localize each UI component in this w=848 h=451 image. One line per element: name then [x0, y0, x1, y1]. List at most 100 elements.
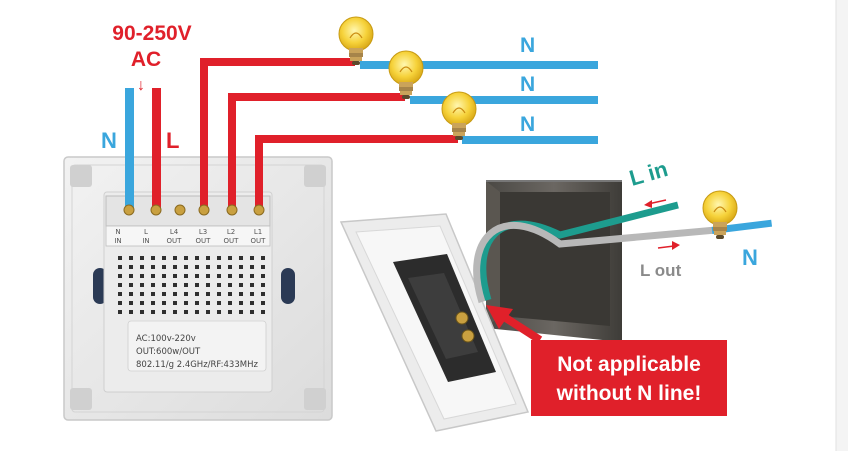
- vent-hole: [250, 310, 254, 314]
- vent-hole: [140, 301, 144, 305]
- vent-hole: [228, 265, 232, 269]
- output-wire-l1: [255, 135, 458, 208]
- vent-hole: [250, 301, 254, 305]
- terminal-l2-bottom: OUT: [224, 237, 240, 245]
- terminal-l-in-top: L: [144, 228, 148, 236]
- vent-hole: [184, 256, 188, 260]
- vent-hole: [217, 274, 221, 278]
- vent-hole: [195, 310, 199, 314]
- vent-hole: [206, 256, 210, 260]
- vent-hole: [250, 283, 254, 287]
- vent-hole: [184, 310, 188, 314]
- vent-hole: [162, 283, 166, 287]
- warning-line-1: Not applicable: [557, 353, 701, 376]
- vent-hole: [261, 256, 265, 260]
- vent-hole: [140, 265, 144, 269]
- switch-back-panel: [63, 156, 333, 421]
- vent-hole: [140, 292, 144, 296]
- neutral-input-wire: [125, 88, 134, 208]
- supply-arrow-icon: ↓: [137, 77, 145, 94]
- vent-hole: [217, 301, 221, 305]
- supply-voltage-label: 90-250V: [112, 22, 191, 45]
- vent-hole: [250, 256, 254, 260]
- live-wire-label: L: [166, 128, 179, 153]
- vent-hole: [261, 265, 265, 269]
- vent-hole: [173, 292, 177, 296]
- vent-hole: [217, 265, 221, 269]
- load-neutral-2: [410, 96, 598, 104]
- vent-hole: [239, 310, 243, 314]
- vent-hole: [217, 310, 221, 314]
- vent-hole: [118, 301, 122, 305]
- vent-hole: [129, 283, 133, 287]
- terminal-l3-bottom: OUT: [196, 237, 212, 245]
- frame-edge: [836, 0, 848, 451]
- vent-hole: [184, 292, 188, 296]
- terminal-screws: [123, 204, 265, 216]
- vent-hole: [162, 310, 166, 314]
- terminal-l1-bottom: OUT: [251, 237, 267, 245]
- load-neutral-1-label: N: [520, 34, 535, 57]
- vent-hole: [261, 310, 265, 314]
- vent-hole: [206, 292, 210, 296]
- vent-hole: [140, 256, 144, 260]
- vent-hole: [195, 265, 199, 269]
- vent-hole: [151, 256, 155, 260]
- vent-hole: [195, 292, 199, 296]
- vent-hole: [206, 274, 210, 278]
- l-in-label: L in: [626, 156, 670, 191]
- vent-hole: [250, 265, 254, 269]
- vent-hole: [162, 274, 166, 278]
- vent-hole: [151, 310, 155, 314]
- vent-hole: [228, 310, 232, 314]
- vent-hole: [173, 256, 177, 260]
- vent-hole: [184, 283, 188, 287]
- spec-plate: AC:100v-220v OUT:600w/OUT 802.11/g 2.4GH…: [127, 320, 267, 372]
- vent-hole: [118, 274, 122, 278]
- vent-hole: [173, 310, 177, 314]
- vent-hole: [162, 256, 166, 260]
- l-out-wire: [473, 221, 717, 304]
- vent-hole: [162, 301, 166, 305]
- vent-grid: [118, 256, 265, 314]
- vent-hole: [239, 274, 243, 278]
- vent-hole: [195, 274, 199, 278]
- vent-hole: [206, 310, 210, 314]
- vent-hole: [129, 256, 133, 260]
- vent-hole: [206, 265, 210, 269]
- photo-neutral-label: N: [742, 245, 758, 270]
- vent-hole: [129, 274, 133, 278]
- vent-hole: [228, 301, 232, 305]
- terminal-l2-top: L2: [227, 228, 235, 236]
- terminal-l3-top: L3: [199, 228, 207, 236]
- vent-hole: [118, 310, 122, 314]
- vent-hole: [184, 301, 188, 305]
- vent-hole: [162, 265, 166, 269]
- vent-hole: [118, 292, 122, 296]
- spec-line-radio: 802.11/g 2.4GHz/RF:433MHz: [136, 360, 258, 370]
- vent-hole: [195, 283, 199, 287]
- vent-hole: [228, 274, 232, 278]
- vent-hole: [239, 265, 243, 269]
- output-wire-l2: [228, 93, 405, 208]
- vent-hole: [261, 274, 265, 278]
- terminal-l1-top: L1: [254, 228, 262, 236]
- supply-ac-label: AC: [131, 48, 161, 71]
- warning-arrow-icon: [486, 305, 543, 344]
- vent-hole: [228, 292, 232, 296]
- vent-hole: [151, 283, 155, 287]
- spec-line-power: OUT:600w/OUT: [136, 347, 201, 357]
- vent-hole: [250, 292, 254, 296]
- live-input-wire: [152, 88, 161, 208]
- load-neutral-3-label: N: [520, 113, 535, 136]
- light-bulb-2-icon: [388, 50, 424, 100]
- vent-hole: [129, 265, 133, 269]
- vent-hole: [151, 292, 155, 296]
- vent-hole: [239, 283, 243, 287]
- vent-hole: [173, 301, 177, 305]
- neutral-wire-label: N: [101, 128, 117, 153]
- vent-hole: [261, 292, 265, 296]
- vent-hole: [173, 274, 177, 278]
- terminal-l4-top: L4: [170, 228, 179, 236]
